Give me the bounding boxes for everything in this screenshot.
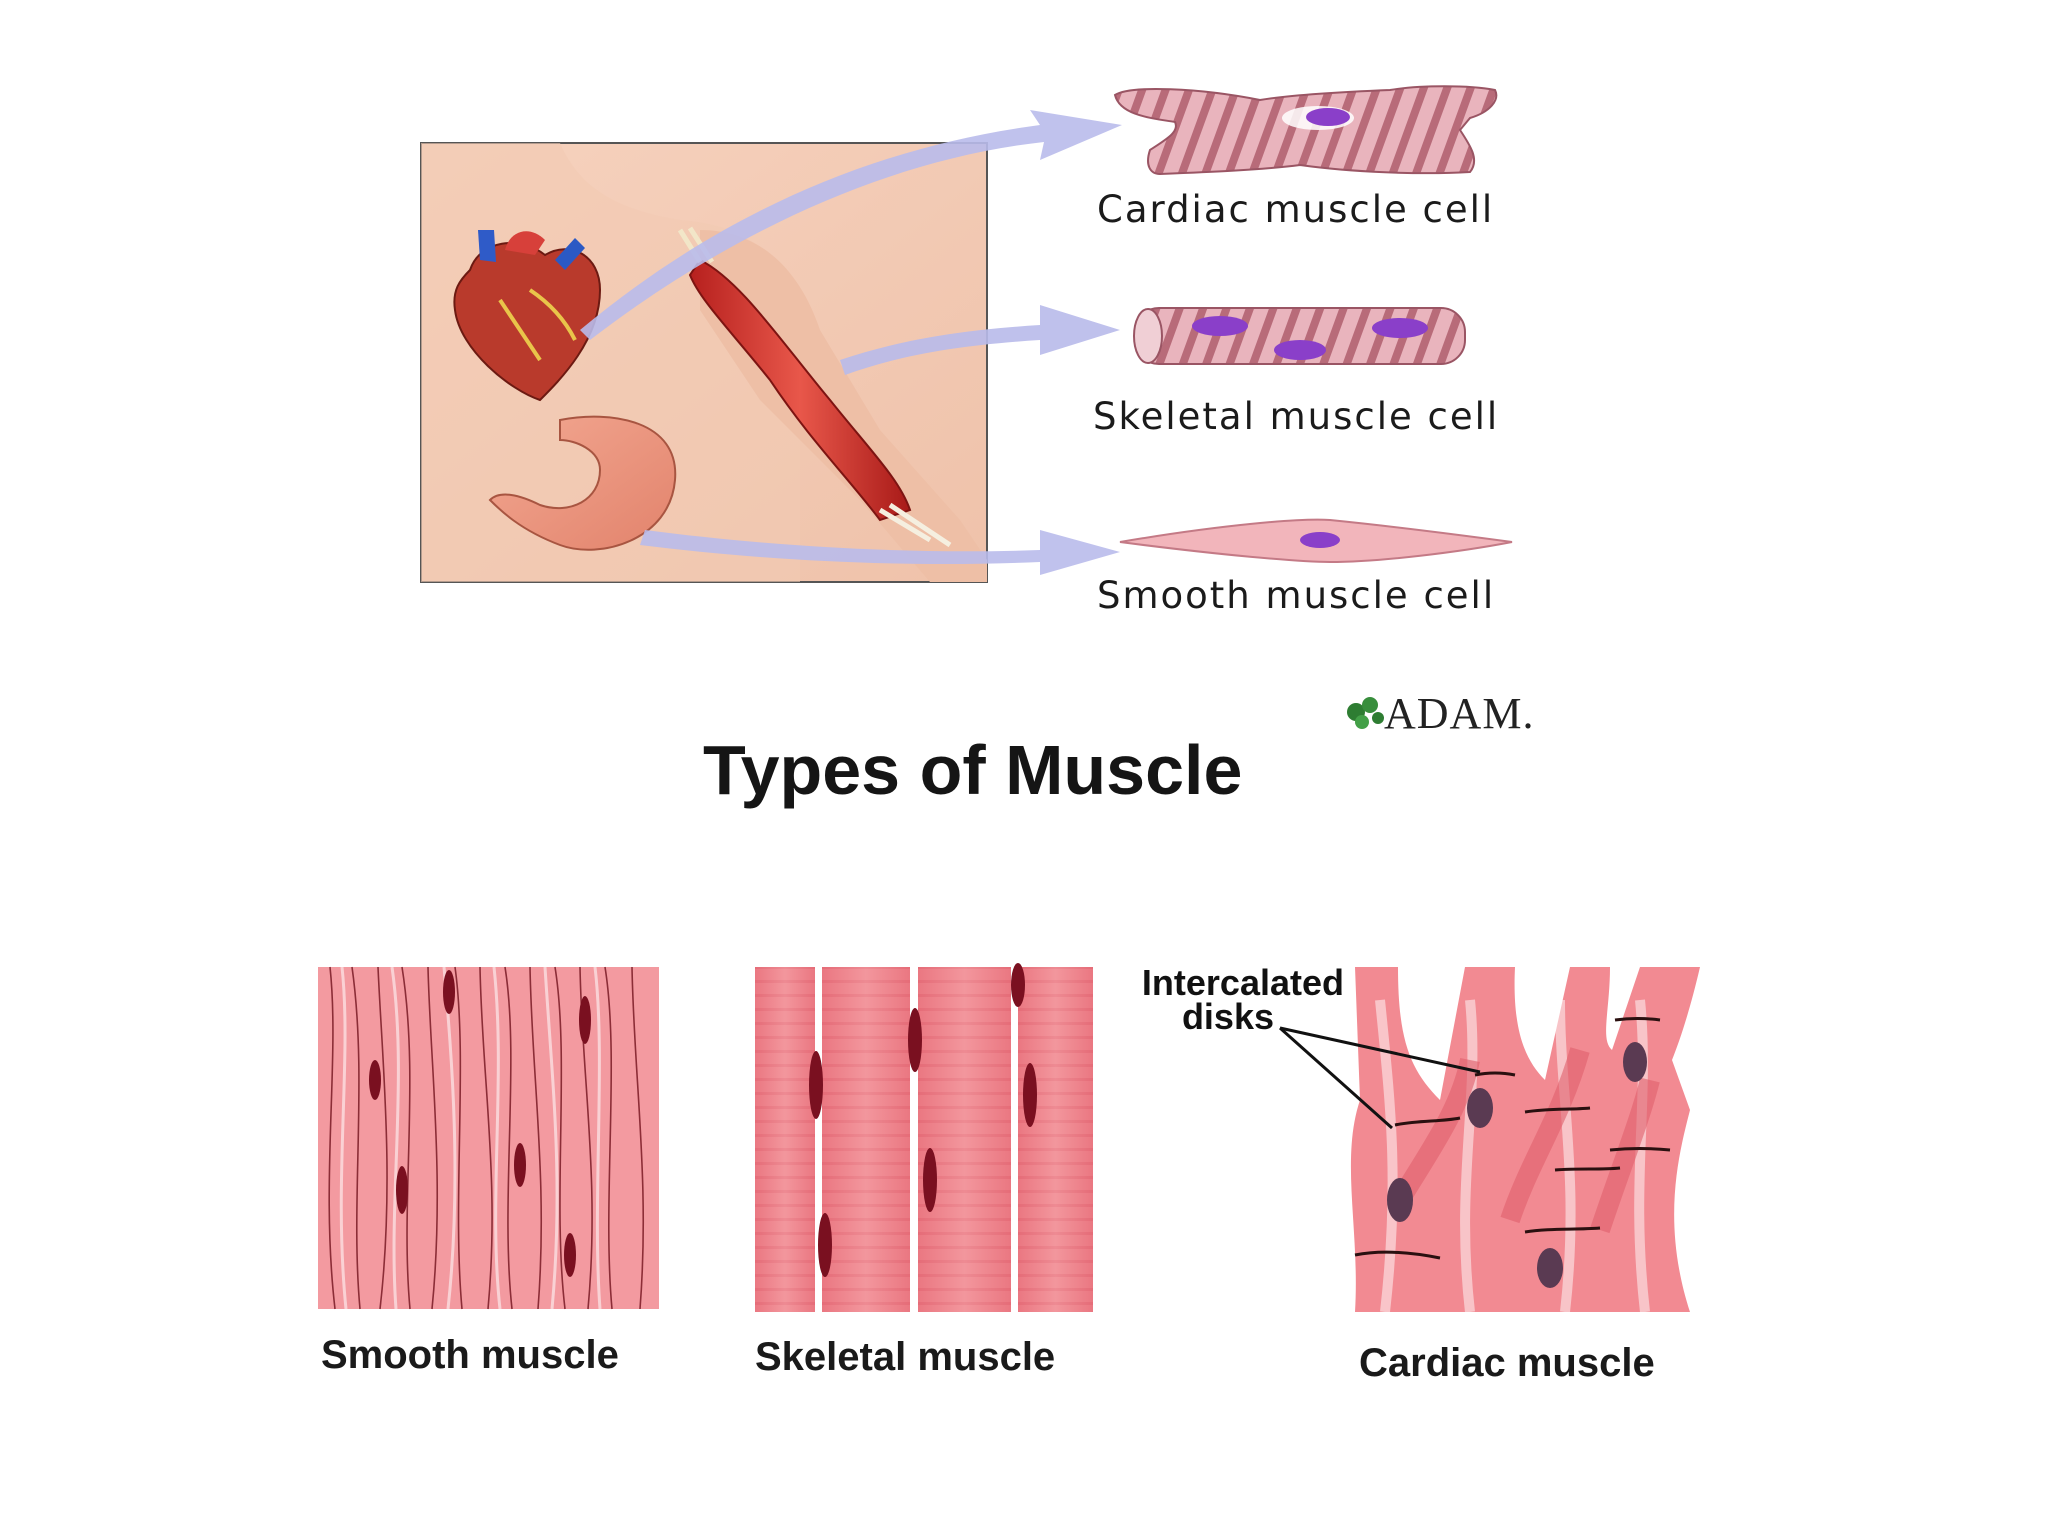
smooth-muscle-tissue-image [318, 966, 659, 1310]
page-title: Types of Muscle [703, 731, 1243, 809]
smooth-muscle-cell-image [1119, 518, 1513, 564]
cardiac-muscle-cell-image [1113, 85, 1498, 176]
heart-illustration [453, 230, 602, 402]
cardiac-muscle-tissue-image [1350, 967, 1700, 1313]
smooth-muscle-label: Smooth muscle [321, 1333, 619, 1377]
adam-logo: ADAM. [1384, 689, 1535, 738]
cardiac-muscle-label: Cardiac muscle [1359, 1341, 1655, 1385]
intercalated-disks-leader-lines [1279, 1026, 1481, 1130]
skeletal-muscle-label: Skeletal muscle [755, 1335, 1056, 1379]
intercalated-disks-label-line2: disks [1181, 996, 1274, 1037]
skeletal-muscle-cell-label: Skeletal muscle cell [1093, 395, 1500, 438]
smooth-muscle-cell-label: Smooth muscle cell [1097, 574, 1496, 617]
skeletal-muscle-tissue-image [755, 963, 1093, 1312]
intercalated-disks-label-line1: Intercalated [1141, 962, 1344, 1003]
intercalated-disks-label: Intercalated disks [1092, 962, 1344, 1037]
skeletal-muscle-cell-image [1133, 307, 1466, 365]
body-panel [420, 142, 988, 583]
cardiac-muscle-cell-label: Cardiac muscle cell [1097, 188, 1495, 231]
adam-leaf-icon [1347, 697, 1384, 729]
pointer-arrows [580, 110, 1122, 575]
